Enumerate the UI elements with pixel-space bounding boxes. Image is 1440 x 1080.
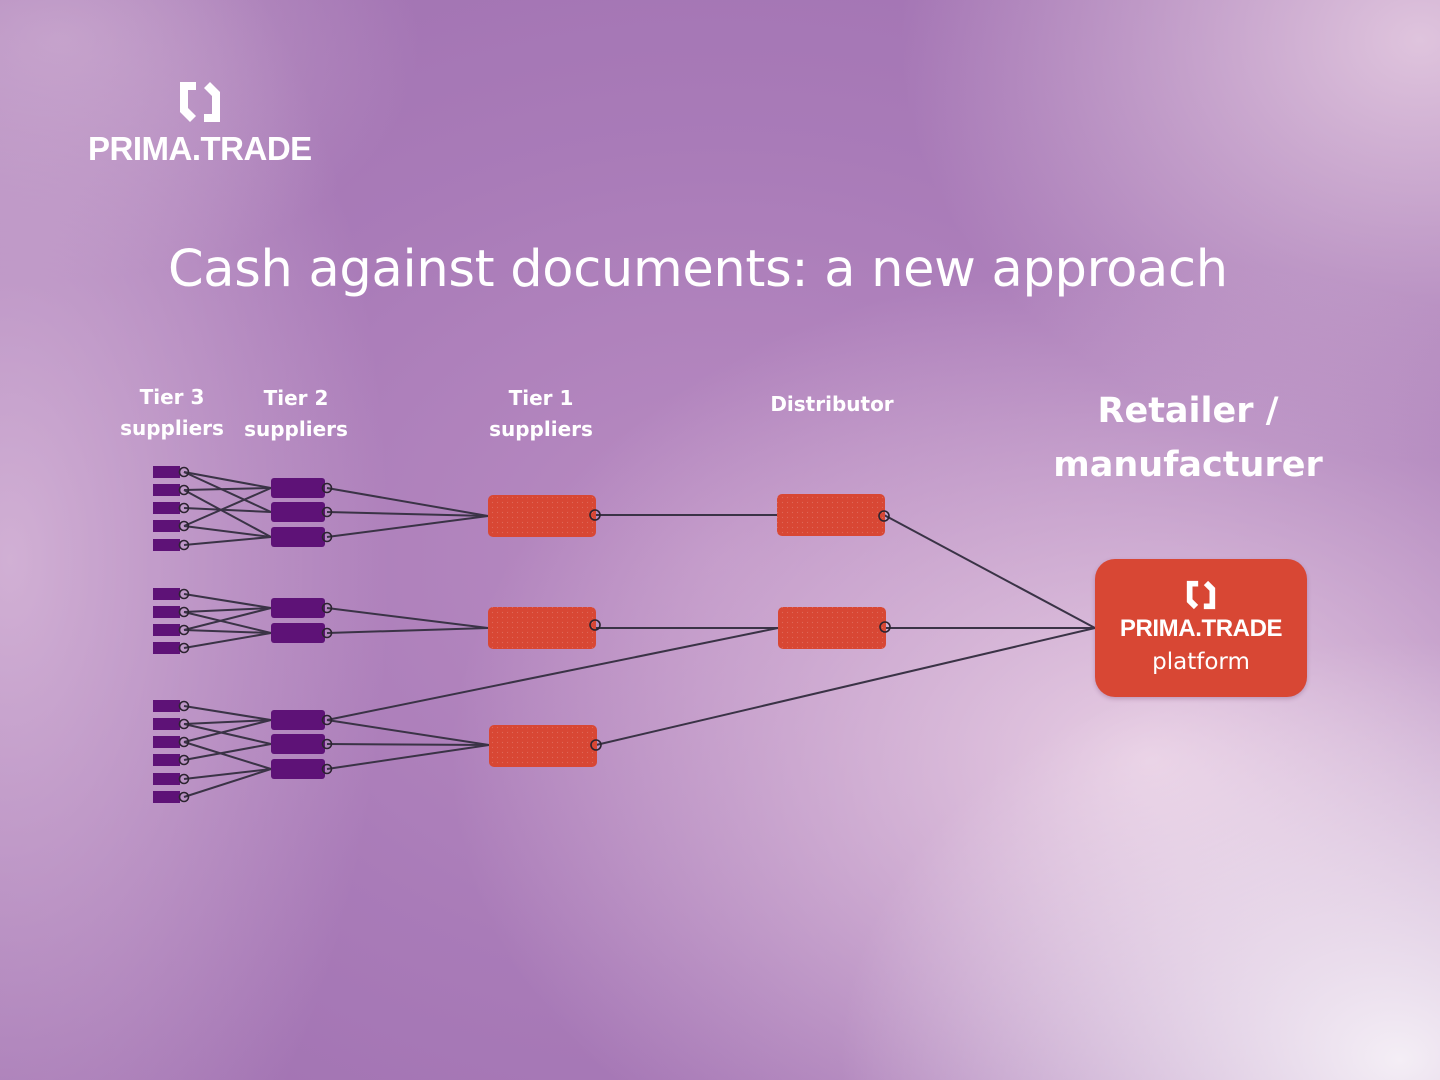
tier1-supplier-nodes [488, 495, 597, 767]
tier3-supplier-node [153, 520, 180, 532]
tier3-supplier-node [153, 791, 180, 803]
prima-trade-logo: PRIMA.TRADE [88, 78, 328, 168]
tier2-supplier-node [271, 502, 325, 522]
connection-port [321, 531, 333, 543]
tier3-supplier-node [153, 606, 180, 618]
tier3-suppliers-label: Tier 3 suppliers [120, 385, 224, 440]
connection-ports [178, 466, 891, 803]
connection-port [590, 739, 602, 751]
tier3-supplier-node [153, 642, 180, 654]
platform-label: platform [1152, 649, 1250, 675]
prima-trade-arrows-icon [180, 82, 220, 122]
tier2-supplier-node [271, 527, 325, 547]
connection-port [178, 736, 190, 748]
retailer-manufacturer-label: Retailer / manufacturer [1053, 391, 1323, 485]
connection-port [178, 754, 190, 766]
tier2-supplier-node [271, 623, 325, 643]
prima-trade-platform-node: PRIMA.TRADE platform [1095, 559, 1307, 697]
tier3-supplier-node [153, 700, 180, 712]
tier3-supplier-node [153, 588, 180, 600]
connection-port [178, 700, 190, 712]
connection-port [178, 791, 190, 803]
distributor-label: Distributor [770, 392, 894, 416]
tier2-supplier-node [271, 710, 325, 730]
connection-port [178, 642, 190, 654]
tier2-suppliers-label: Tier 2 suppliers [244, 386, 348, 441]
connection-port [321, 763, 333, 775]
connection-port [178, 773, 190, 785]
connection-port [178, 624, 190, 636]
connection-port [178, 588, 190, 600]
tier2-supplier-node [271, 478, 325, 498]
prima-trade-arrows-icon [1186, 580, 1216, 610]
connection-port [321, 506, 333, 518]
tier3-supplier-node [153, 624, 180, 636]
tier3-supplier-nodes [153, 466, 180, 803]
slide-title: Cash against documents: a new approach [168, 240, 1228, 299]
connection-port [321, 482, 333, 494]
connection-port [178, 718, 190, 730]
connection-port [321, 714, 333, 726]
connection-port [321, 627, 333, 639]
connection-port [321, 738, 333, 750]
tier3-supplier-node [153, 484, 180, 496]
connection-port [178, 484, 190, 496]
logo-wordmark: PRIMA.TRADE [88, 130, 312, 167]
connection-port [178, 520, 190, 532]
connection-port [321, 602, 333, 614]
connection-port [178, 606, 190, 618]
tier3-supplier-node [153, 736, 180, 748]
tier2-supplier-node [271, 598, 325, 618]
tier3-supplier-node [153, 718, 180, 730]
tier3-supplier-node [153, 754, 180, 766]
tier3-supplier-node [153, 773, 180, 785]
platform-brand-text: PRIMA.TRADE [1119, 615, 1283, 642]
tier1-suppliers-label: Tier 1 suppliers [489, 386, 593, 441]
tier2-supplier-node [271, 734, 325, 754]
tier2-supplier-node [271, 759, 325, 779]
tier1-to-distributor-connectors [595, 514, 1096, 746]
distributor-nodes [777, 494, 886, 649]
connection-port [178, 466, 190, 478]
connection-port [589, 509, 601, 521]
tier2-supplier-nodes [271, 478, 325, 779]
tier3-supplier-node [153, 466, 180, 478]
connection-port [178, 502, 190, 514]
connection-port [178, 539, 190, 551]
tier2-to-tier1-connectors [326, 487, 779, 770]
tier3-to-tier2-connectors [183, 471, 272, 798]
tier3-supplier-node [153, 502, 180, 514]
connection-port [879, 621, 891, 633]
connection-port [878, 510, 890, 522]
tier3-supplier-node [153, 539, 180, 551]
connection-port [589, 619, 601, 631]
